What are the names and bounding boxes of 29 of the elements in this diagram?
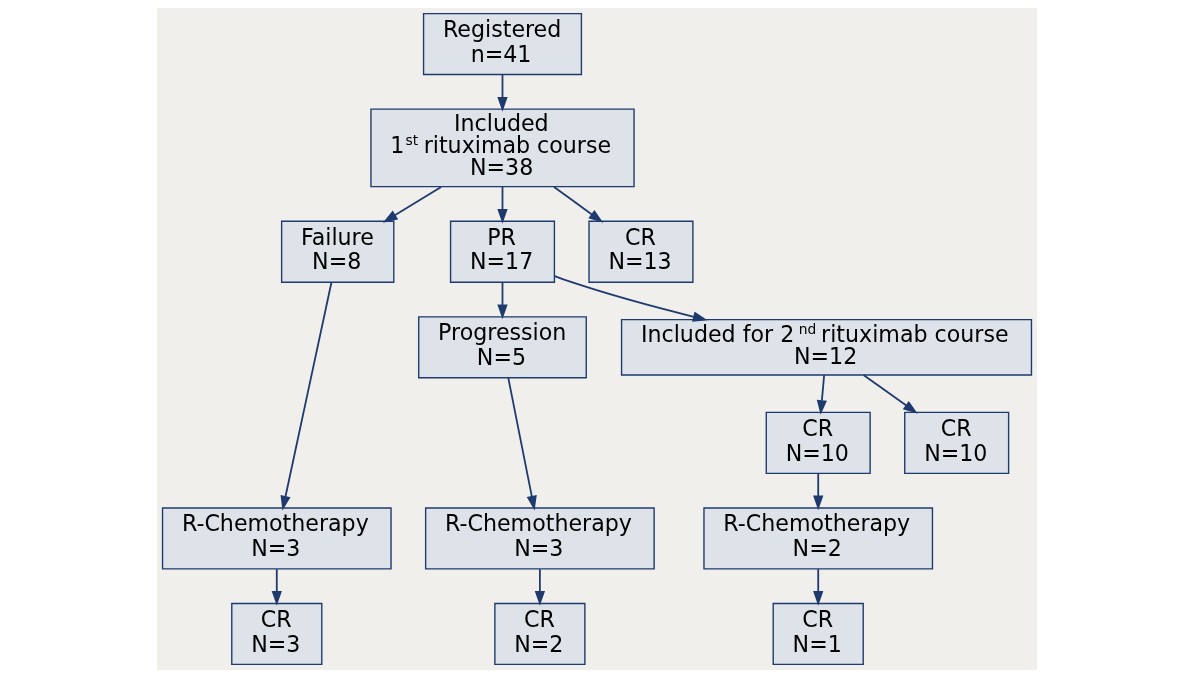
- arrow: [553, 186, 604, 223]
- arrow: [553, 275, 708, 322]
- node-box: CR N=1: [772, 602, 864, 666]
- node-box: R-Chemotherapy N=3: [161, 507, 392, 570]
- arrow: [816, 374, 828, 415]
- node-box: CR N=13: [588, 220, 694, 283]
- node-box: CR N=10: [765, 411, 871, 474]
- node-box: R-Chemotherapy N=2: [703, 507, 934, 570]
- node-box: CR N=3: [231, 602, 323, 666]
- arrow: [507, 377, 537, 511]
- node-box: Included 1$^{st}$ rituximab course N=38: [370, 108, 635, 188]
- node-box: Progression N=5: [418, 316, 587, 379]
- arrow: [271, 568, 282, 606]
- arrow: [382, 186, 443, 223]
- node-box: Included for 2$^{nd}$ rituximab course N=12: [620, 318, 1033, 376]
- arrow: [534, 568, 546, 606]
- arrow: [497, 186, 508, 224]
- arrow: [280, 281, 333, 511]
- arrow: [813, 472, 824, 511]
- arrow: [497, 281, 508, 320]
- node-box: CR N=10: [904, 411, 1010, 474]
- node-box: PR N=17: [449, 220, 556, 283]
- arrow: [813, 568, 824, 606]
- node-box: CR N=2: [494, 602, 586, 666]
- arrow: [862, 374, 918, 414]
- node-box: Failure N=8: [280, 220, 395, 283]
- arrow: [497, 73, 508, 112]
- node-box: R-Chemotherapy N=3: [424, 507, 655, 570]
- node-box: Registered n=41: [422, 12, 583, 76]
